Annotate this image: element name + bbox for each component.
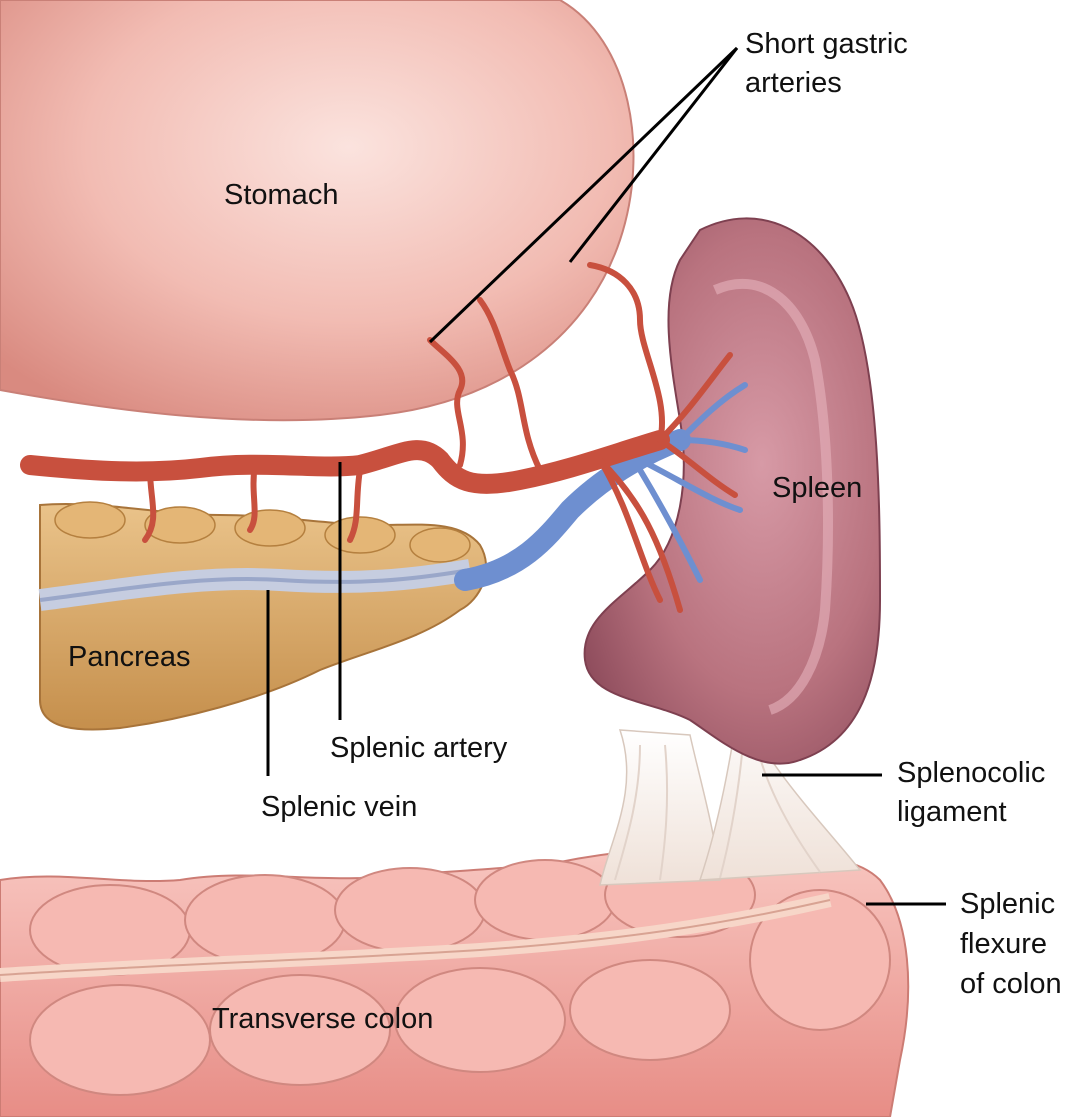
splenic-vein: [38, 382, 748, 611]
label-splenic-vein: Splenic vein: [261, 791, 417, 823]
stomach: [0, 0, 635, 422]
short-gastric-arteries: [427, 262, 665, 473]
label-pancreas: Pancreas: [68, 641, 191, 673]
splenic-artery: [20, 262, 738, 613]
label-splenocolic-line2: ligament: [897, 796, 1007, 828]
label-splenic-flexure-line3: of colon: [960, 968, 1062, 1000]
label-short-gastric-line2: arteries: [745, 67, 842, 99]
transverse-colon: [0, 848, 910, 1117]
label-stomach: Stomach: [224, 179, 338, 211]
label-splenic-artery: Splenic artery: [330, 732, 508, 764]
label-splenocolic-line1: Splenocolic: [897, 757, 1045, 789]
label-splenic-flexure-line1: Splenic: [960, 888, 1055, 920]
label-splenic-flexure-line2: flexure: [960, 928, 1047, 960]
pancreas: [39, 501, 488, 731]
label-transverse-colon: Transverse colon: [212, 1003, 433, 1035]
leader-short-gastric-2: [568, 47, 739, 263]
label-short-gastric-line1: Short gastric: [745, 28, 908, 60]
label-spleen: Spleen: [772, 472, 862, 504]
leader-lines: [266, 46, 946, 906]
labels: Short gastric arteries Stomach Spleen Pa…: [68, 28, 1062, 1035]
leader-short-gastric-1: [428, 46, 739, 344]
